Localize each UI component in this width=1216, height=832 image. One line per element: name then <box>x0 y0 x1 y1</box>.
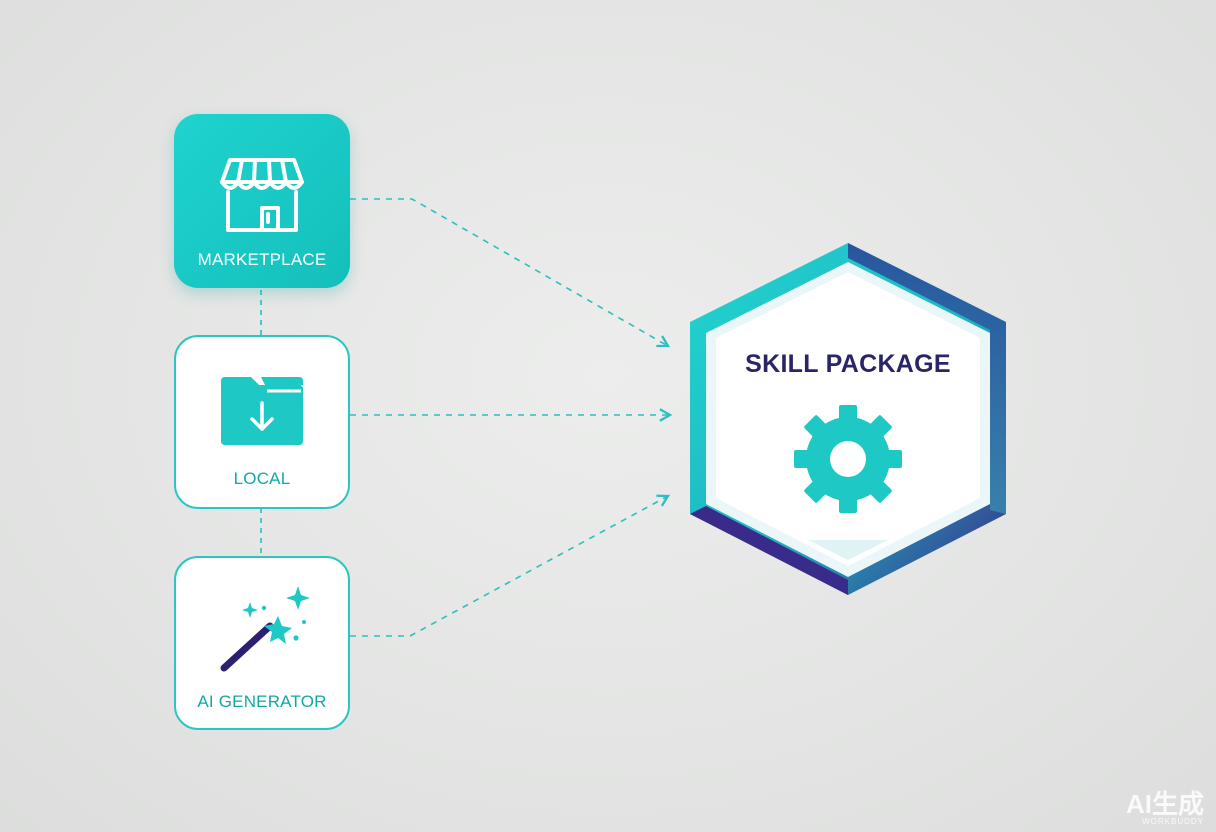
watermark-sub: WORKBUDDY <box>1142 817 1204 826</box>
storefront-icon <box>174 150 350 240</box>
source-card-local[interactable]: LOCAL <box>174 335 350 509</box>
magic-wand-icon <box>176 582 348 678</box>
gear-icon <box>794 405 902 513</box>
skill-package-title: SKILL PACKAGE <box>745 350 951 378</box>
source-card-marketplace[interactable]: MARKETPLACE <box>174 114 350 288</box>
ai-generator-label: AI GENERATOR <box>197 692 327 711</box>
local-label: LOCAL <box>233 469 291 488</box>
watermark-main: AI生成 <box>1125 789 1204 819</box>
watermark: AI生成 WORKBUDDY <box>1126 791 1204 826</box>
source-card-ai-generator[interactable]: AI GENERATOR <box>174 556 350 730</box>
arrow-marketplace-to-package <box>350 198 671 348</box>
marketplace-label: MARKETPLACE <box>197 250 327 269</box>
skill-package-hexagon <box>690 243 1006 595</box>
folder-download-icon <box>176 369 348 451</box>
arrow-ai-to-package <box>350 494 671 637</box>
